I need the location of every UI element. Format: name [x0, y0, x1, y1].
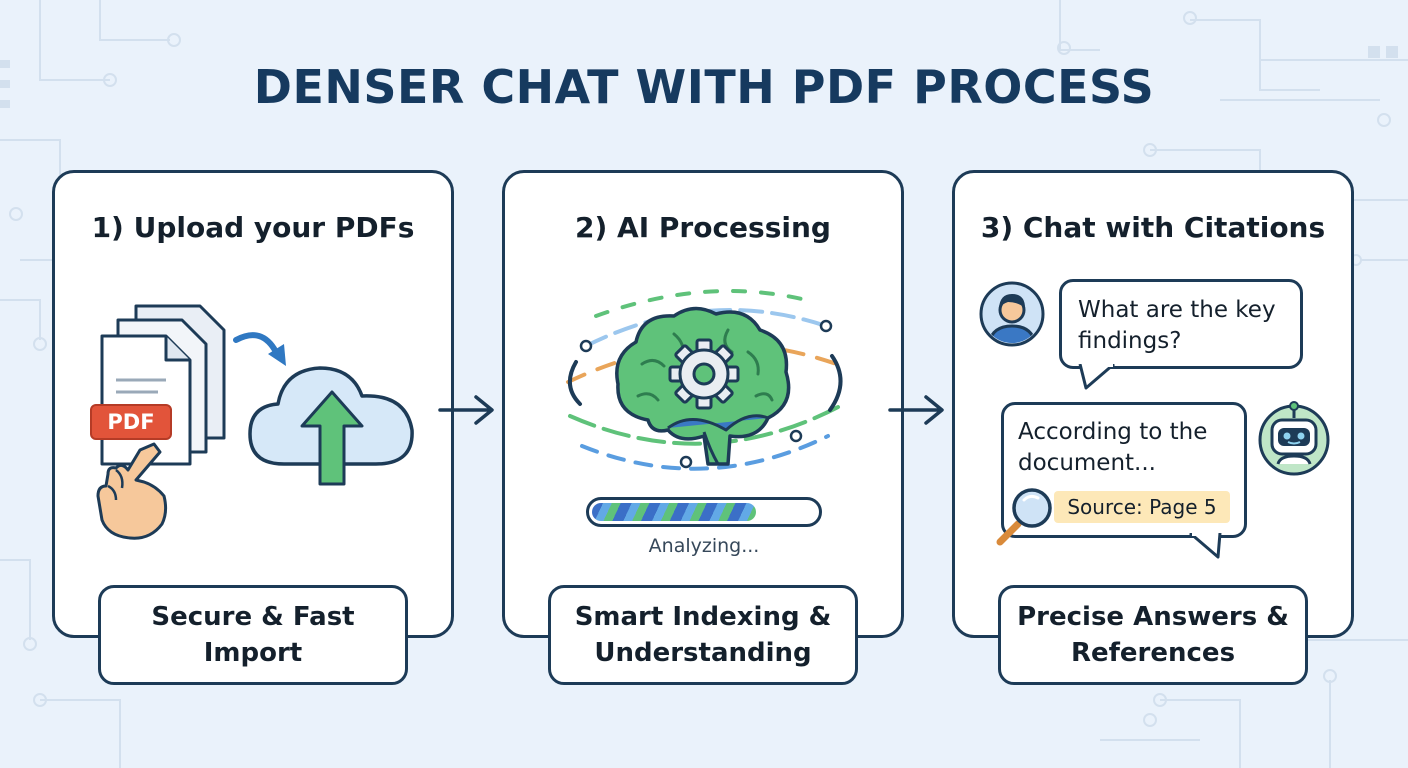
- pdf-badge: PDF: [90, 404, 172, 440]
- question-bubble-tail: [1078, 364, 1115, 390]
- robot-avatar-icon: [1258, 401, 1330, 476]
- step-title-chat: 3) Chat with Citations: [980, 211, 1326, 244]
- flow-arrow-icon: [438, 395, 494, 425]
- step-panel-processing: 2) AI Processing: [502, 170, 904, 638]
- progress-fill: [592, 503, 757, 521]
- answer-text: According to the document...: [1018, 419, 1208, 476]
- page-title: DENSER CHAT WITH PDF PROCESS: [253, 60, 1155, 114]
- source-citation: Source: Page 5: [1054, 491, 1230, 523]
- step-caption-upload: Secure & Fast Import: [98, 585, 408, 685]
- step-title-upload: 1) Upload your PDFs: [91, 211, 415, 244]
- brain-gear-icon: [615, 306, 791, 466]
- question-bubble: What are the key findings?: [1059, 279, 1303, 369]
- magnifier-icon: [996, 488, 1052, 546]
- curved-arrow-icon: [233, 332, 286, 366]
- cloud-upload-icon: [248, 366, 414, 486]
- step-caption-chat: Precise Answers & References: [998, 585, 1308, 685]
- status-text: Analyzing...: [648, 535, 760, 557]
- question-text: What are the key findings?: [1078, 297, 1276, 354]
- flow-arrow-icon: [888, 395, 944, 425]
- answer-bubble-tail: [1189, 533, 1222, 559]
- pointing-hand-icon: [96, 442, 168, 540]
- step-title-processing: 2) AI Processing: [575, 211, 831, 244]
- progress-bar: [586, 497, 822, 527]
- step-caption-processing: Smart Indexing & Understanding: [548, 585, 858, 685]
- user-avatar-icon: [979, 281, 1045, 347]
